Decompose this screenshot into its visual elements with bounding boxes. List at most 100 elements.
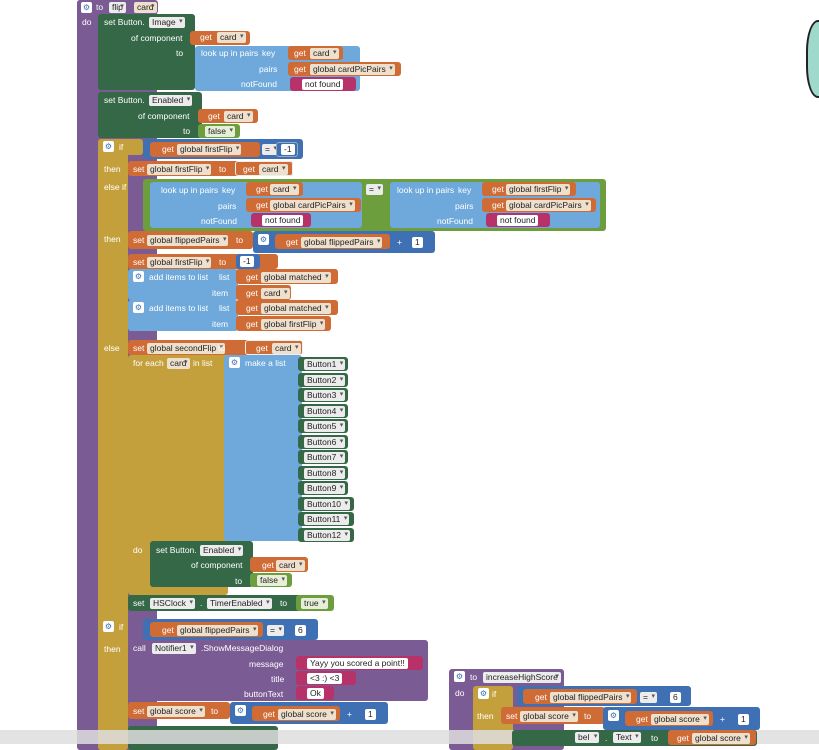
label-dropdown[interactable]: bel (575, 732, 600, 743)
button-dropdown[interactable]: Button5 (304, 421, 346, 432)
flippedpairs-dropdown[interactable]: global flippedPairs (147, 235, 229, 246)
do-label: do (455, 688, 465, 698)
number-six[interactable]: 6 (670, 692, 681, 703)
set-label: set Button. (104, 95, 145, 105)
gear-icon[interactable]: ⚙ (133, 302, 144, 313)
number-one[interactable]: 1 (738, 714, 749, 725)
gear-icon[interactable]: ⚙ (103, 621, 114, 632)
make-a-list-block[interactable] (224, 355, 302, 541)
card-dropdown[interactable]: card (224, 111, 253, 122)
gear-icon[interactable]: ⚙ (103, 141, 114, 152)
score-dropdown[interactable]: global score (147, 706, 205, 717)
message-text[interactable]: Yayy you scored a point!! (307, 658, 408, 669)
get-label: get (262, 560, 274, 570)
score-dropdown[interactable]: global score (651, 714, 709, 725)
card-dropdown[interactable]: card (272, 343, 301, 354)
equals-dropdown[interactable]: = (267, 625, 284, 636)
matched-dropdown[interactable]: global matched (261, 272, 331, 283)
button-dropdown[interactable]: Button11 (304, 514, 350, 525)
number-one[interactable]: 1 (365, 709, 376, 720)
number-minus-one[interactable]: -1 (281, 144, 295, 155)
card-dropdown[interactable]: card (259, 164, 288, 175)
prop-enabled[interactable]: Enabled (149, 95, 193, 106)
true-dropdown[interactable]: true (301, 598, 328, 609)
number-minus-one[interactable]: -1 (240, 256, 254, 267)
to-label: to (96, 2, 104, 12)
card-dropdown[interactable]: card (270, 184, 299, 195)
add-items-block[interactable] (128, 300, 238, 331)
gear-icon[interactable]: ⚙ (229, 357, 240, 368)
card-dropdown[interactable]: card (261, 288, 290, 299)
hsclock-dropdown[interactable]: HSClock (150, 598, 196, 609)
false-dropdown[interactable]: false (205, 126, 235, 137)
firstflip-dropdown[interactable]: global firstFlip (506, 184, 571, 195)
gear-icon[interactable]: ⚙ (454, 671, 465, 682)
prop-image[interactable]: Image (149, 17, 185, 28)
param-card[interactable]: card (134, 2, 157, 13)
procedure-name[interactable]: flip (109, 2, 126, 13)
card-dropdown[interactable]: card (276, 560, 305, 571)
firstflip-dropdown[interactable]: global firstFlip (177, 144, 242, 155)
flippedpairs-dropdown[interactable]: global flippedPairs (550, 692, 632, 703)
procedure-name[interactable]: increaseHighScore (483, 672, 561, 683)
firstflip-dropdown[interactable]: global firstFlip (147, 164, 212, 175)
item-card[interactable]: card (167, 358, 190, 369)
cardpicpairs-dropdown[interactable]: global cardPicPairs (310, 64, 395, 75)
call-label: call (133, 643, 146, 653)
message-label: message (249, 659, 284, 669)
notifier-dropdown[interactable]: Notifier1 (152, 643, 196, 654)
gear-icon[interactable]: ⚙ (478, 688, 489, 699)
notfound-label: notFound (241, 79, 277, 89)
title-text[interactable]: <3 :) <3 (307, 673, 343, 684)
then-label: then (477, 711, 494, 721)
cardpicpairs-dropdown[interactable]: global cardPicPairs (506, 200, 591, 211)
button-dropdown[interactable]: Button10 (304, 498, 351, 510)
get-label: get (256, 200, 268, 210)
score-dropdown[interactable]: global score (520, 711, 578, 722)
flippedpairs-dropdown[interactable]: global flippedPairs (301, 237, 383, 248)
equals-dropdown[interactable]: = (640, 692, 657, 703)
secondflip-dropdown[interactable]: global secondFlip (147, 343, 226, 354)
button-dropdown[interactable]: Button9 (304, 483, 346, 494)
equals-dropdown[interactable]: = (366, 184, 383, 195)
number-one[interactable]: 1 (412, 237, 423, 248)
add-items-label: add items to list (149, 303, 209, 313)
list-label: list (219, 303, 230, 313)
gear-icon[interactable]: ⚙ (235, 705, 246, 716)
not-found-text[interactable]: not found (262, 215, 304, 226)
not-found-text[interactable]: not found (497, 215, 539, 226)
ok-text[interactable]: Ok (307, 688, 324, 699)
equals-dropdown[interactable]: = (262, 144, 279, 155)
false-dropdown[interactable]: false (257, 575, 287, 586)
button-dropdown[interactable]: Button7 (304, 452, 346, 463)
button-dropdown[interactable]: Button2 (304, 374, 346, 386)
score-dropdown[interactable]: global score (278, 709, 336, 720)
cardpicpairs-dropdown[interactable]: global cardPicPairs (270, 200, 355, 211)
firstflip-dropdown[interactable]: global firstFlip (147, 257, 212, 268)
button-dropdown[interactable]: Button6 (304, 436, 346, 448)
card-dropdown[interactable]: card (310, 48, 339, 59)
button-dropdown[interactable]: Button8 (304, 467, 346, 479)
button-dropdown[interactable]: Button3 (304, 390, 346, 401)
gear-icon[interactable]: ⚙ (608, 710, 619, 721)
button-dropdown[interactable]: Button1 (304, 359, 346, 370)
button-dropdown[interactable]: Button4 (304, 405, 346, 417)
flippedpairs-dropdown[interactable]: global flippedPairs (177, 625, 259, 636)
gear-icon[interactable]: ⚙ (81, 2, 92, 13)
gear-icon[interactable]: ⚙ (133, 271, 144, 282)
firstflip-dropdown[interactable]: global firstFlip (261, 319, 326, 330)
dot-label: . (605, 733, 608, 743)
get-label: get (263, 709, 275, 719)
text-dropdown[interactable]: Text (613, 732, 641, 743)
matched-dropdown[interactable]: global matched (261, 303, 331, 314)
add-items-block[interactable] (128, 269, 238, 300)
timerenabled-dropdown[interactable]: TimerEnabled (207, 598, 272, 609)
card-dropdown[interactable]: card (217, 32, 246, 43)
if-block[interactable] (98, 619, 128, 750)
prop-enabled[interactable]: Enabled (200, 545, 244, 556)
score-dropdown[interactable]: global score (692, 733, 750, 744)
number-six[interactable]: 6 (295, 625, 306, 636)
gear-icon[interactable]: ⚙ (258, 234, 269, 245)
button-dropdown[interactable]: Button12 (304, 529, 351, 541)
not-found-text[interactable]: not found (302, 79, 344, 90)
